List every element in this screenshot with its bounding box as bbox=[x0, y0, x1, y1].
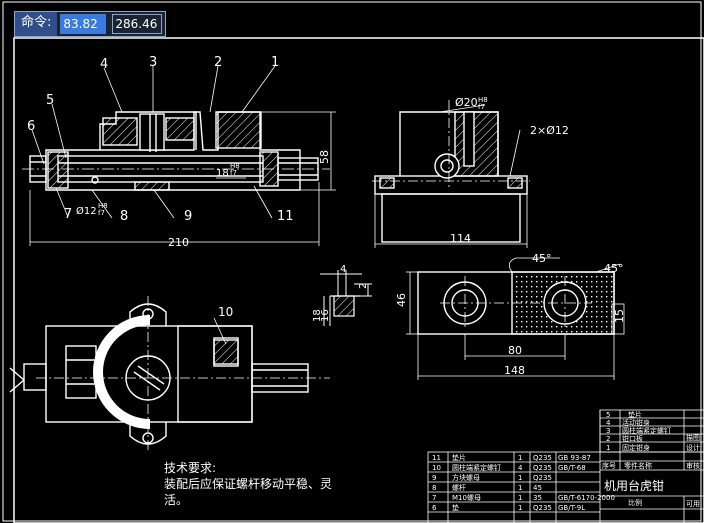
dim-46: 46 bbox=[395, 293, 408, 307]
parts-row-7-mat: 35 bbox=[533, 494, 542, 502]
balloon-9: 9 bbox=[184, 209, 192, 224]
upper-row-5-no: 5 bbox=[606, 411, 610, 419]
dim-d12: Ø12 bbox=[76, 205, 97, 217]
parts-row-10-no: 10 bbox=[432, 464, 441, 472]
detail-view bbox=[320, 270, 372, 326]
x-coordinate-input[interactable] bbox=[60, 14, 107, 34]
dim-2xd12: 2×Ø12 bbox=[530, 124, 569, 137]
parts-row-10-mat: Q235 bbox=[533, 464, 552, 472]
upper-row-3-name: 圆柱端紧定螺钉 bbox=[622, 426, 671, 435]
parts-row-10-std: GB/T-68 bbox=[558, 464, 586, 472]
dim-45-a: 45° bbox=[532, 252, 552, 265]
balloon-4: 4 bbox=[100, 57, 108, 72]
parts-row-11-qty: 1 bbox=[518, 454, 522, 462]
balloon-3: 3 bbox=[149, 55, 157, 70]
parts-row-11-mat: Q235 bbox=[533, 454, 552, 462]
parts-row-7-std: GB/T-6170-2000 bbox=[558, 494, 615, 502]
title-block bbox=[427, 409, 704, 523]
parts-row-6-std: GB/T-9L bbox=[558, 504, 585, 512]
parts-row-6-no: 6 bbox=[432, 504, 437, 512]
side-d: 可用 bbox=[686, 500, 700, 508]
dim-148: 148 bbox=[504, 364, 525, 377]
dim-d12-fit-bottom: f7 bbox=[98, 209, 105, 217]
parts-row-8-mat: 45 bbox=[533, 484, 542, 492]
parts-row-9-qty: 1 bbox=[518, 474, 522, 482]
parts-row-9-name: 方块螺母 bbox=[452, 473, 480, 482]
dim-80: 80 bbox=[508, 344, 522, 357]
dim-45-b: 45° bbox=[604, 262, 624, 275]
parts-row-7-no: 7 bbox=[432, 494, 436, 502]
balloon-6: 6 bbox=[27, 119, 35, 134]
upper-row-5-name: 垫片 bbox=[628, 410, 642, 419]
front-view bbox=[22, 65, 336, 246]
balloon-11: 11 bbox=[277, 209, 294, 224]
parts-row-11-name: 垫片 bbox=[452, 453, 466, 462]
parts-row-10-qty: 4 bbox=[518, 464, 523, 472]
upper-row-1-name: 固定钳身 bbox=[622, 443, 650, 452]
side-c: 审核 bbox=[686, 461, 700, 470]
balloon-7: 7 bbox=[64, 207, 72, 222]
detail-dim-2: 2 bbox=[358, 283, 369, 289]
upper-row-3-no: 3 bbox=[606, 427, 610, 435]
dim-d20-fit-top: H8 bbox=[478, 96, 488, 104]
notes-line2: 活。 bbox=[164, 493, 188, 507]
dim-d20-fit-bottom: f7 bbox=[478, 103, 485, 111]
upper-row-2-name: 钳口板 bbox=[622, 434, 643, 443]
balloon-10: 10 bbox=[218, 305, 233, 319]
command-label: 命令: bbox=[15, 12, 58, 36]
upper-row-4-name: 活动钳身 bbox=[622, 418, 650, 427]
parts-row-8-no: 8 bbox=[432, 484, 436, 492]
balloon-8: 8 bbox=[120, 209, 128, 224]
side-b: 设计 bbox=[686, 443, 700, 452]
upper-row-4-no: 4 bbox=[606, 419, 611, 427]
y-coordinate-input[interactable] bbox=[112, 14, 163, 34]
dim-210: 210 bbox=[168, 236, 189, 249]
hdr-name: 零件名称 bbox=[624, 461, 652, 470]
dim-d18-fit-bottom: f7 bbox=[230, 169, 237, 177]
side-e: 比例 bbox=[628, 498, 642, 507]
command-bar: 命令: bbox=[14, 11, 167, 37]
hdr-no: 序号 bbox=[602, 461, 616, 470]
parts-row-8-qty: 1 bbox=[518, 484, 522, 492]
parts-row-10-name: 圆柱端紧定螺钉 bbox=[452, 463, 501, 472]
parts-row-6-qty: 1 bbox=[518, 504, 522, 512]
side-view bbox=[372, 100, 530, 248]
dim-58: 58 bbox=[318, 150, 331, 164]
parts-row-7-name: M10螺母 bbox=[452, 493, 481, 502]
parts-row-11-no: 11 bbox=[432, 454, 441, 462]
dim-114: 114 bbox=[450, 232, 471, 245]
dim-d18-fit-top: H8 bbox=[230, 162, 240, 170]
parts-row-8-name: 螺杆 bbox=[452, 483, 466, 492]
balloon-2: 2 bbox=[214, 55, 222, 70]
detail-dim-16: 16 bbox=[320, 309, 331, 322]
balloon-1: 1 bbox=[271, 55, 279, 70]
dim-d20: Ø20 bbox=[455, 96, 478, 109]
notes-line1: 装配后应保证螺杆移动平稳、灵 bbox=[164, 476, 332, 491]
dim-d12-fit-top: H8 bbox=[98, 202, 108, 210]
side-a: 描图 bbox=[686, 433, 700, 442]
detail-dim-18: 18 bbox=[312, 309, 323, 322]
notes-title: 技术要求: bbox=[164, 461, 216, 475]
upper-row-2-no: 2 bbox=[606, 435, 610, 443]
drawing-name: 机用台虎钳 bbox=[604, 478, 664, 493]
parts-row-7-qty: 1 bbox=[518, 494, 522, 502]
dim-15: 15 bbox=[613, 309, 626, 323]
parts-row-9-mat: Q235 bbox=[533, 474, 552, 482]
technical-notes: 技术要求: 装配后应保证螺杆移动平稳、灵 活。 bbox=[164, 461, 332, 507]
dim-d18: 18 bbox=[216, 168, 229, 179]
parts-row-6-mat: Q235 bbox=[533, 504, 552, 512]
parts-row-11-std: GB 93-87 bbox=[558, 454, 591, 462]
parts-row-6-name: 垫 bbox=[452, 503, 459, 512]
detail-dim-4: 4 bbox=[340, 264, 346, 275]
inner-border bbox=[13, 37, 704, 523]
upper-row-1-no: 1 bbox=[606, 444, 610, 452]
part-top-view bbox=[406, 257, 625, 380]
balloon-5: 5 bbox=[46, 93, 54, 108]
parts-row-9-no: 9 bbox=[432, 474, 436, 482]
vise-top-view bbox=[9, 296, 330, 452]
